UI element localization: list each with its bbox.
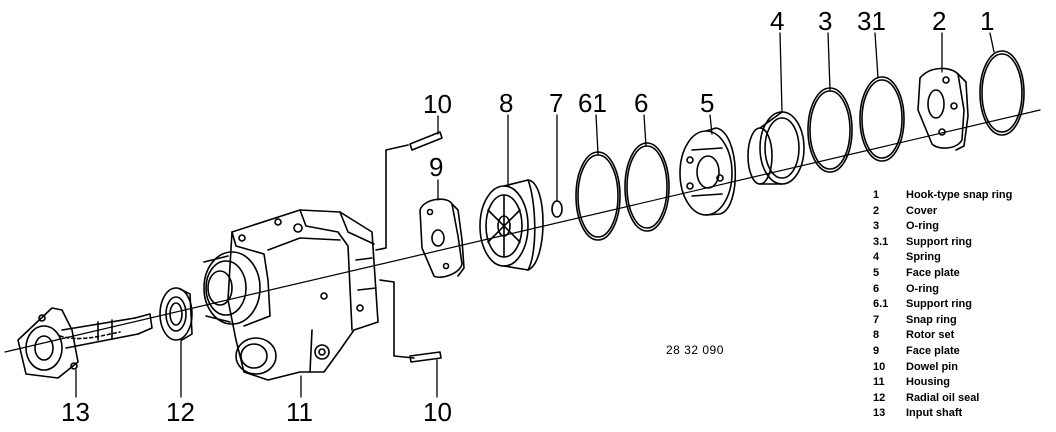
legend-part-name: Spring — [906, 251, 941, 264]
legend-row: 12 Radial oil seal — [873, 391, 1053, 407]
legend-row: 3 O-ring — [873, 219, 1053, 235]
cover-part — [917, 67, 969, 151]
legend-number: 6.1 — [873, 298, 889, 311]
o-ring-6-part — [624, 142, 670, 232]
leader-5 — [709, 114, 713, 135]
legend-row: 13 Input shaft — [873, 406, 1053, 422]
legend-part-name: Input shaft — [906, 407, 963, 420]
legend-number: 3 — [873, 220, 880, 233]
housing-part — [203, 209, 379, 381]
rotor-set-part — [479, 179, 544, 271]
callout-3: 3 — [818, 6, 832, 36]
callout-6: 6 — [634, 88, 648, 118]
legend-number: 9 — [873, 344, 880, 357]
legend-part-name: O-ring — [906, 282, 939, 295]
legend-row: 8 Rotor set — [873, 328, 1053, 344]
leader-6 — [643, 114, 647, 147]
legend-part-name: Snap ring — [906, 313, 957, 326]
callout-7: 7 — [549, 88, 563, 118]
callout-1: 1 — [980, 6, 994, 36]
legend-number: 5 — [873, 266, 880, 279]
leader-4 — [779, 32, 783, 113]
callout-2: 2 — [932, 6, 946, 36]
callout-10-upper: 10 — [423, 89, 452, 119]
figure-reference-number: 28 32 090 — [666, 343, 724, 357]
dowel-pin-lower-part — [409, 351, 442, 363]
support-ring-61-part — [575, 151, 621, 241]
legend-part-name: Housing — [906, 376, 950, 389]
legend-part-name: Face plate — [906, 344, 960, 357]
legend-part-name: Dowel pin — [906, 360, 958, 373]
face-plate-5-part — [679, 127, 737, 216]
leader-61 — [595, 114, 599, 155]
legend-number: 1 — [873, 189, 880, 201]
legend-number: 2 — [873, 204, 880, 217]
callout-13: 13 — [61, 397, 90, 427]
legend-part-name: Face plate — [906, 266, 960, 279]
legend-row: 6 O-ring — [873, 282, 1053, 298]
callout-8: 8 — [499, 88, 513, 118]
legend-part-name: Support ring — [906, 235, 972, 248]
legend-row: 6.1 Support ring — [873, 297, 1053, 313]
legend-row: 3.1 Support ring — [873, 235, 1053, 251]
legend-number: 3.1 — [873, 235, 889, 248]
legend-part-name: O-ring — [906, 220, 939, 233]
leader-1 — [989, 32, 995, 53]
support-ring-31-part — [859, 76, 905, 162]
callout-61: 61 — [578, 88, 607, 118]
legend-row: 7 Snap ring — [873, 313, 1053, 329]
leader-3 — [827, 32, 831, 91]
legend-number: 4 — [873, 251, 880, 264]
legend-row: 11 Housing — [873, 375, 1053, 391]
callout-11: 11 — [286, 397, 313, 427]
callout-4: 4 — [770, 6, 784, 36]
legend-part-name: Hook-type snap ring — [906, 189, 1013, 201]
snap-ring-7-part — [551, 200, 563, 218]
legend-row: 10 Dowel pin — [873, 360, 1053, 376]
legend-part-name: Radial oil seal — [906, 391, 980, 404]
callout-9: 9 — [429, 152, 443, 182]
legend-part-name: Cover — [906, 204, 938, 217]
legend-row: 2 Cover — [873, 204, 1053, 220]
dowel-pin-upper-part — [409, 131, 443, 151]
legend-number: 10 — [873, 360, 886, 373]
callout-5: 5 — [700, 88, 714, 118]
legend-number: 12 — [873, 391, 886, 404]
legend-row: 5 Face plate — [873, 266, 1053, 282]
legend-row: 4 Spring — [873, 250, 1053, 266]
callout-31: 31 — [857, 6, 886, 36]
input-shaft-part — [17, 307, 153, 379]
spring-part — [747, 111, 805, 185]
legend-row: 9 Face plate — [873, 344, 1053, 360]
hook-snap-ring-part — [979, 50, 1025, 136]
legend-number: 11 — [873, 376, 885, 389]
legend-part-name: Support ring — [906, 298, 972, 311]
radial-oil-seal-part — [159, 287, 193, 341]
legend-number: 7 — [873, 313, 880, 326]
legend-number: 8 — [873, 329, 880, 342]
legend-number: 6 — [873, 282, 880, 295]
legend-number: 13 — [873, 407, 886, 420]
face-plate-9-part — [419, 198, 465, 279]
callout-10-lower: 10 — [423, 397, 452, 427]
callout-12: 12 — [166, 397, 195, 427]
leader-31 — [874, 32, 879, 79]
dowel-pin-guide-lines — [375, 144, 415, 359]
legend-row: 1 Hook-type snap ring — [873, 188, 1053, 204]
legend-part-name: Rotor set — [906, 329, 955, 342]
